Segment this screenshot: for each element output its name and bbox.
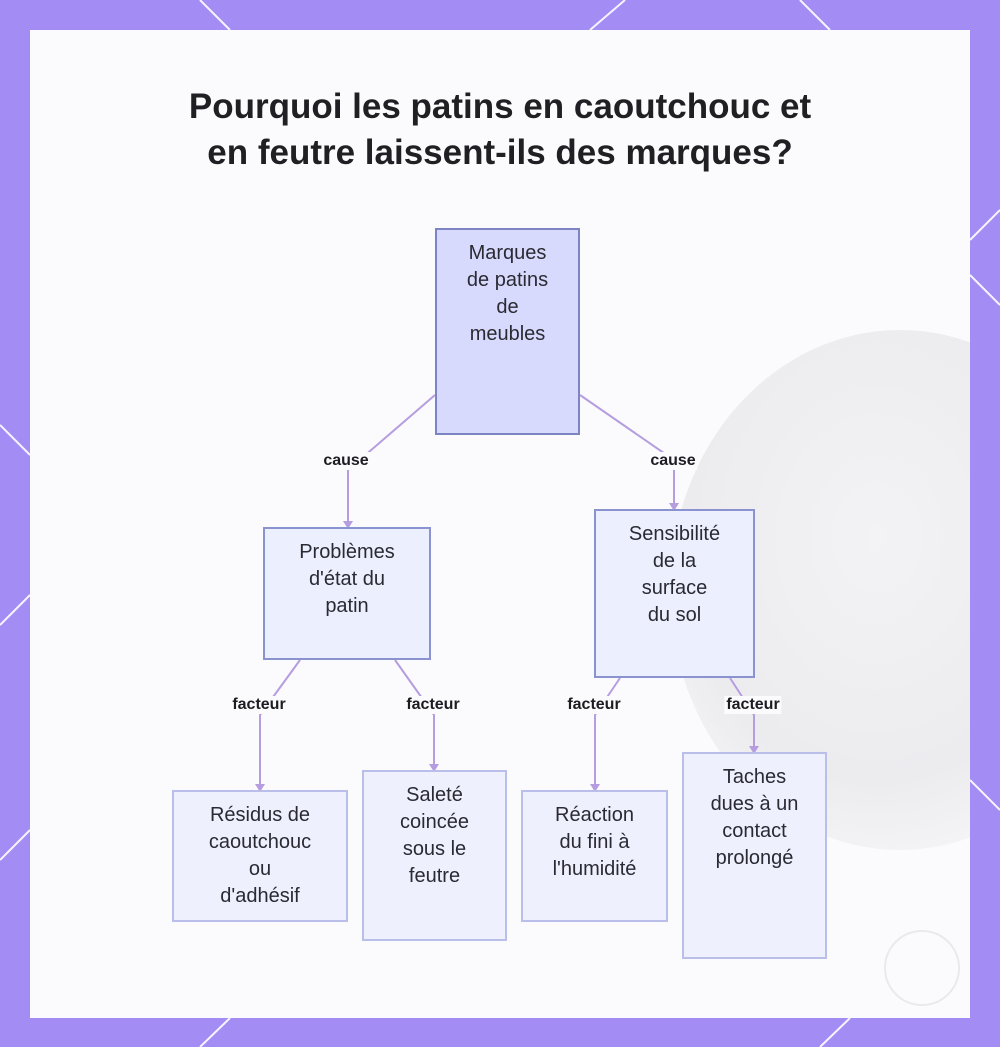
page-title: Pourquoi les patins en caoutchouc et en … bbox=[60, 84, 940, 176]
node-line: Résidus de bbox=[209, 804, 311, 826]
node-line: d'état du bbox=[308, 568, 386, 590]
connector-root-left bbox=[347, 394, 436, 528]
node-line: du fini à bbox=[559, 831, 630, 853]
node-line: Problèmes bbox=[299, 541, 395, 563]
edge-label-factor-4: facteur bbox=[724, 696, 782, 714]
node-line: d'adhésif bbox=[220, 885, 300, 907]
title-line-2: en feutre laissent-ils des marques? bbox=[207, 133, 793, 172]
node-line: du sol bbox=[647, 604, 702, 626]
node-line: surface bbox=[641, 577, 708, 599]
node-floor-surface-sensitivity: Sensibilité de la surface du sol bbox=[594, 509, 755, 678]
node-line: Réaction bbox=[555, 804, 634, 826]
node-line: l'humidité bbox=[552, 858, 637, 880]
connector-right-2 bbox=[729, 677, 755, 753]
node-pad-condition-problems: Problèmes d'état du patin bbox=[263, 527, 431, 660]
node-line: meubles bbox=[469, 323, 546, 345]
connector-left-1 bbox=[259, 659, 301, 791]
edge-label-factor-3: facteur bbox=[565, 696, 623, 714]
edge-label-cause-right: cause bbox=[648, 452, 698, 470]
edge-label-factor-1: facteur bbox=[230, 696, 288, 714]
watermark-logo bbox=[884, 930, 960, 1006]
node-line: de la bbox=[652, 550, 697, 572]
node-line: ou bbox=[248, 858, 272, 880]
connector-left-2 bbox=[394, 659, 435, 771]
node-line: de patins bbox=[466, 269, 549, 291]
node-prolonged-contact-stains: Taches dues à un contact prolongé bbox=[682, 752, 827, 959]
edge-label-factor-2: facteur bbox=[404, 696, 462, 714]
node-line: Saleté bbox=[406, 784, 463, 806]
node-line: caoutchouc bbox=[208, 831, 312, 853]
node-line: dues à un bbox=[710, 793, 799, 815]
node-dirt-trapped-under-felt: Saleté coincée sous le feutre bbox=[362, 770, 507, 941]
node-line: de bbox=[496, 296, 519, 318]
node-line: sous le bbox=[402, 838, 467, 860]
node-root-furniture-pad-marks: Marques de patins de meubles bbox=[435, 228, 580, 435]
node-line: Sensibilité bbox=[628, 523, 721, 545]
node-line: coincée bbox=[400, 811, 469, 833]
node-line: contact bbox=[722, 820, 787, 842]
connector-right-1 bbox=[594, 677, 621, 791]
edge-label-cause-left: cause bbox=[321, 452, 371, 470]
node-line: Marques bbox=[468, 242, 547, 264]
node-rubber-adhesive-residue: Résidus de caoutchouc ou d'adhésif bbox=[172, 790, 348, 922]
node-line: Taches bbox=[722, 766, 787, 788]
node-line: feutre bbox=[408, 865, 461, 887]
node-line: patin bbox=[325, 595, 369, 617]
node-line: prolongé bbox=[715, 847, 794, 869]
node-finish-moisture-reaction: Réaction du fini à l'humidité bbox=[521, 790, 668, 922]
title-line-1: Pourquoi les patins en caoutchouc et bbox=[188, 87, 812, 126]
